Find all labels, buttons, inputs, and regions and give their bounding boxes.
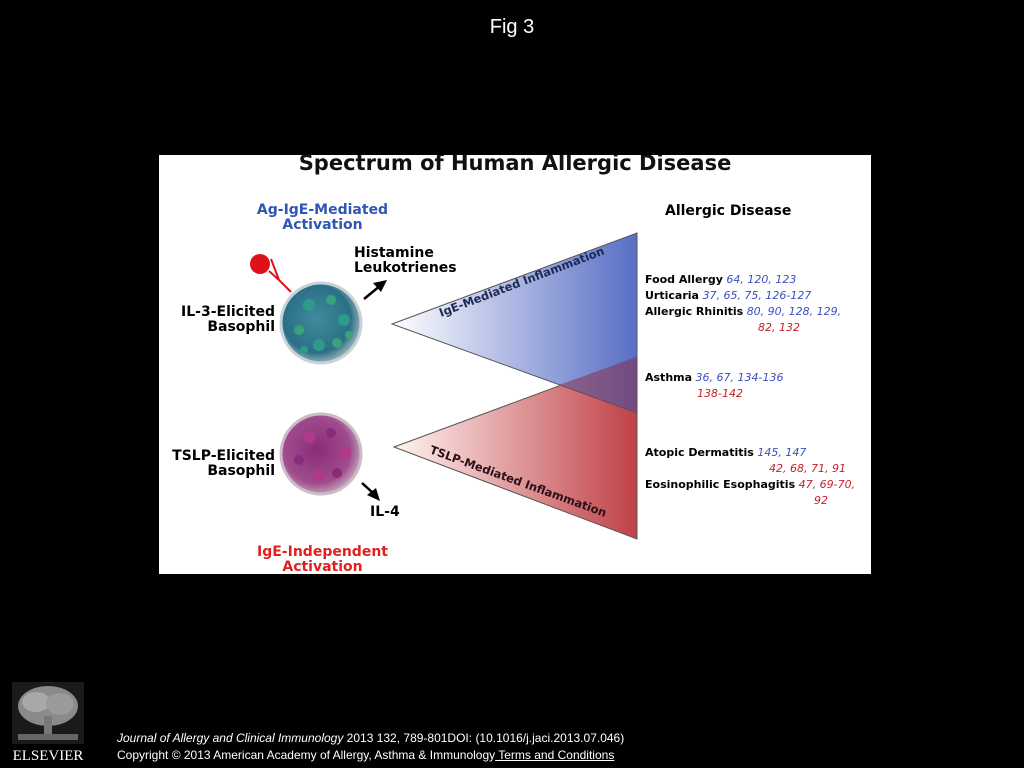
copyright-text: Copyright © 2013 American Academy of All… [117,748,496,762]
allergic-rhinitis-refs-red: 82, 132 [758,321,800,334]
publisher-name: ELSEVIER [13,748,84,764]
allergic-disease-header: Allergic Disease [665,203,792,219]
il4-label: IL-4 [370,504,400,520]
antigen-ige-icon [250,254,292,293]
slide-title: Fig 3 [489,16,535,38]
citation-details: 2013 132, 789-801DOI: (10.1016/j.jaci.20… [343,731,625,745]
diagram-graphics: IgE-Mediated Inflammation TSLP-Mediated … [250,232,638,540]
eosinophilic-esophagitis-refs-red: 92 [814,494,828,507]
elsevier-tree-logo-icon: ELSEVIER [12,682,84,764]
citation-line: Journal of Allergy and Clinical Immunolo… [117,731,624,745]
figure-title: Spectrum of Human Allergic Disease [298,155,732,175]
disease-atopic-dermatitis: Atopic Dermatitis 145, 147 [645,446,807,459]
atopic-dermatitis-refs-red: 42, 68, 71, 91 [769,462,846,475]
terms-and-conditions-link[interactable]: Terms and Conditions [495,748,615,762]
figure-panel: IgE-Mediated Inflammation TSLP-Mediated … [159,155,871,574]
disease-allergic-rhinitis: Allergic Rhinitis 80, 90, 128, 129, [645,305,842,318]
tslp-basophil-icon [279,412,363,496]
asthma-refs-red: 138-142 [697,387,743,400]
disease-urticaria: Urticaria 37, 65, 75, 126-127 [645,289,812,302]
tslp-wedge [392,356,638,540]
overlap-region [559,357,637,413]
disease-eosinophilic-esophagitis: Eosinophilic Esophagitis 47, 69-70, [645,478,856,491]
il3-basophil-icon [279,281,363,365]
copyright-line: Copyright © 2013 American Academy of All… [117,748,614,762]
journal-name: Journal of Allergy and Clinical Immunolo… [117,731,344,745]
arrow-up-right-icon [363,280,387,300]
disease-food-allergy: Food Allergy 64, 120, 123 [645,273,797,286]
arrow-down-right-icon [361,482,380,501]
disease-asthma: Asthma 36, 67, 134-136 [645,371,784,384]
ige-wedge [390,232,638,414]
